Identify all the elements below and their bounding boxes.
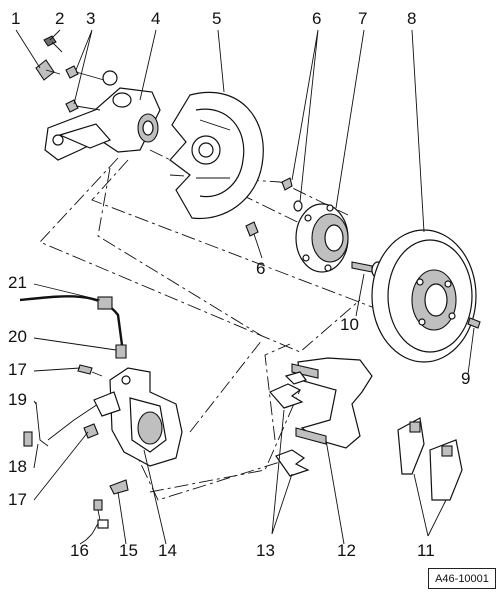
callout-c14: 14: [158, 541, 177, 560]
bolt-2: [43, 35, 63, 53]
callout-c2: 2: [55, 9, 64, 28]
callout-c4: 4: [151, 9, 160, 28]
callout-c3: 3: [86, 9, 95, 28]
callout-c9: 9: [461, 369, 470, 388]
brake-disc: [371, 229, 477, 363]
callout-c8: 8: [407, 9, 416, 28]
wheel-bearing-housing: [44, 70, 161, 161]
callout-c21: 21: [8, 273, 27, 292]
guide-spring-upper: [269, 371, 307, 409]
bolt-3-upper: [65, 65, 105, 81]
bolt-17-upper: [77, 364, 103, 377]
splash-plate: [169, 91, 264, 220]
wheel-hub: [295, 203, 349, 273]
callout-c18: 18: [8, 457, 27, 476]
callout-c17b: 17: [8, 490, 27, 509]
callout-c6b: 6: [256, 259, 265, 278]
brake-hose: [19, 295, 124, 346]
callout-c15: 15: [119, 541, 138, 560]
callout-c5: 5: [212, 9, 221, 28]
bolt-6-lower: [245, 221, 263, 259]
brake-pad-rear: [413, 439, 463, 537]
brake-line-fitting: [115, 344, 127, 359]
callout-c11: 11: [417, 541, 435, 560]
callout-c16: 16: [70, 541, 89, 560]
callout-c10: 10: [340, 315, 359, 334]
leader-lines: [15, 29, 425, 545]
guide-spring-lower: [271, 409, 310, 535]
callout-c13: 13: [256, 541, 275, 560]
callout-c20: 20: [8, 327, 27, 346]
callout-c19: 19: [8, 390, 27, 409]
bolt-3-lower: [65, 99, 101, 113]
callout-c12: 12: [337, 541, 356, 560]
callout-c6a: 6: [312, 9, 321, 28]
bleeder-valve: [109, 479, 129, 495]
callout-c1: 1: [11, 9, 20, 28]
disc-screw: [467, 317, 481, 375]
reference-code: A46-10001: [428, 568, 496, 589]
wheel-speed-sensor-1: [35, 59, 61, 81]
bolt-6-upper: [281, 29, 319, 212]
wear-sensor-cable: [23, 401, 99, 447]
caliper-carrier: [291, 357, 373, 449]
callout-c17a: 17: [8, 360, 27, 379]
callout-c7: 7: [358, 9, 367, 28]
bolt-17-lower: [83, 423, 99, 439]
sensor-wire: [85, 499, 109, 541]
brake-pad-front: [397, 417, 425, 475]
caliper-housing: [93, 367, 183, 467]
